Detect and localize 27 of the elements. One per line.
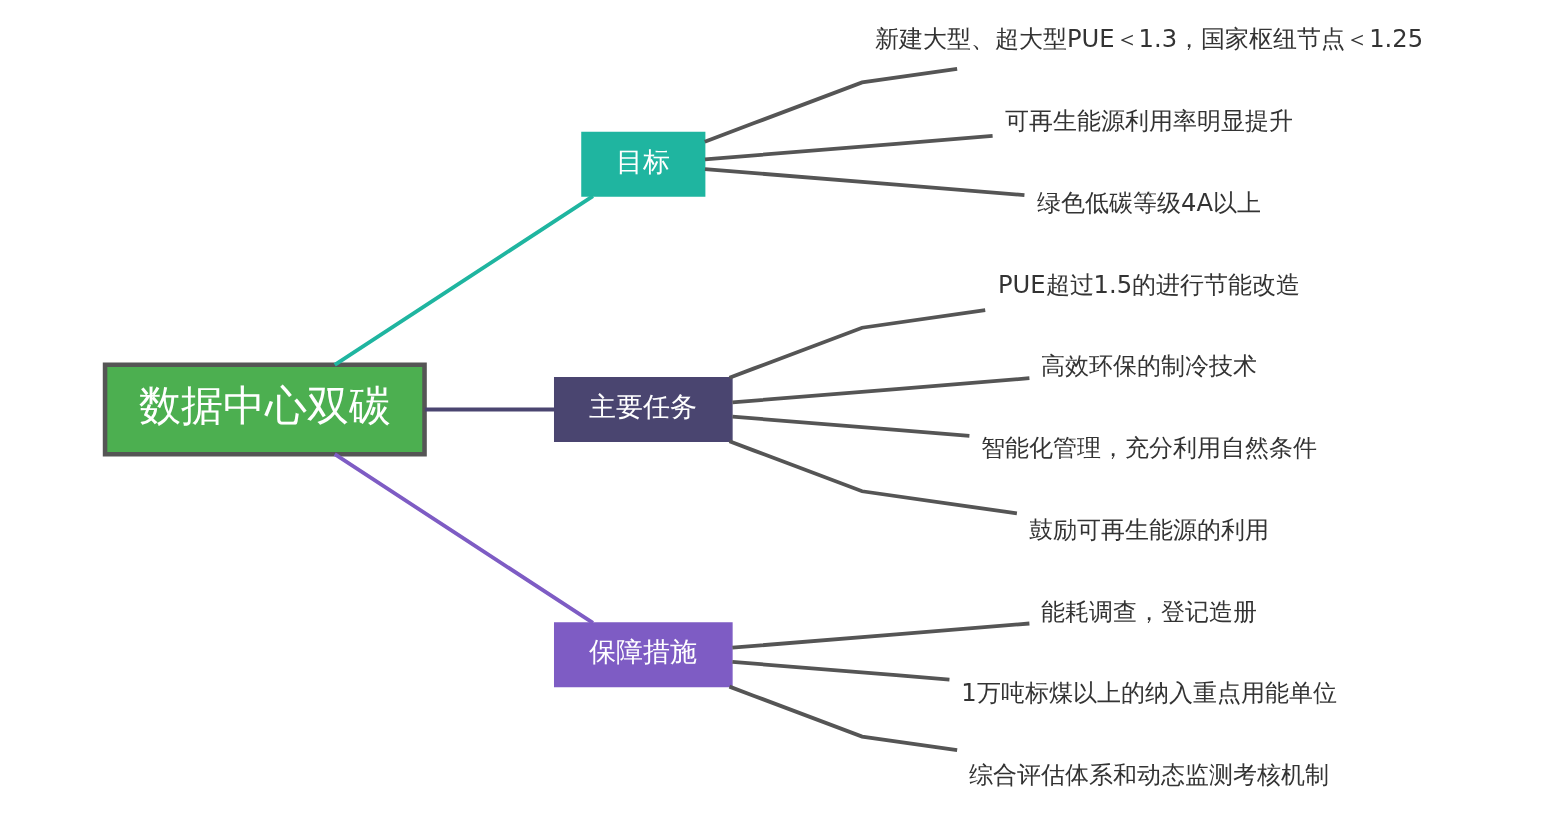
connector	[704, 167, 1025, 197]
node-text: 1万吨标煤以上的纳入重点用能单位	[961, 679, 1337, 708]
node-text: 鼓励可再生能源的利用	[1029, 515, 1270, 544]
node-text: 能耗调查，登记造册	[1041, 597, 1258, 626]
connector	[704, 66, 958, 144]
connector	[732, 376, 1030, 405]
node-text: 高效环保的制冷技术	[1041, 352, 1258, 381]
connector	[704, 134, 993, 162]
node-box: 目标	[581, 131, 706, 197]
node-box: 数据中心双碳	[102, 362, 427, 457]
connector	[728, 439, 1018, 516]
connector	[728, 308, 986, 380]
connector	[425, 407, 555, 412]
node-text: 综合评估体系和动态监测考核机制	[969, 761, 1330, 790]
connector	[732, 621, 1030, 650]
node-text: 可再生能源利用率明显提升	[1005, 107, 1294, 136]
node-text: 绿色低碳等级4A以上	[1037, 188, 1262, 217]
node-text: PUE超过1.5的进行节能改造	[997, 270, 1301, 299]
node-box: 保障措施	[554, 622, 733, 688]
connector	[333, 194, 594, 367]
connector	[728, 684, 958, 753]
connector	[333, 452, 594, 625]
connector	[732, 660, 950, 682]
connector	[732, 414, 970, 438]
node-text: 智能化管理，充分利用自然条件	[981, 434, 1318, 463]
node-text: 新建大型、超大型PUE＜1.3，国家枢纽节点＜1.25	[874, 25, 1424, 54]
node-box: 主要任务	[554, 376, 733, 443]
